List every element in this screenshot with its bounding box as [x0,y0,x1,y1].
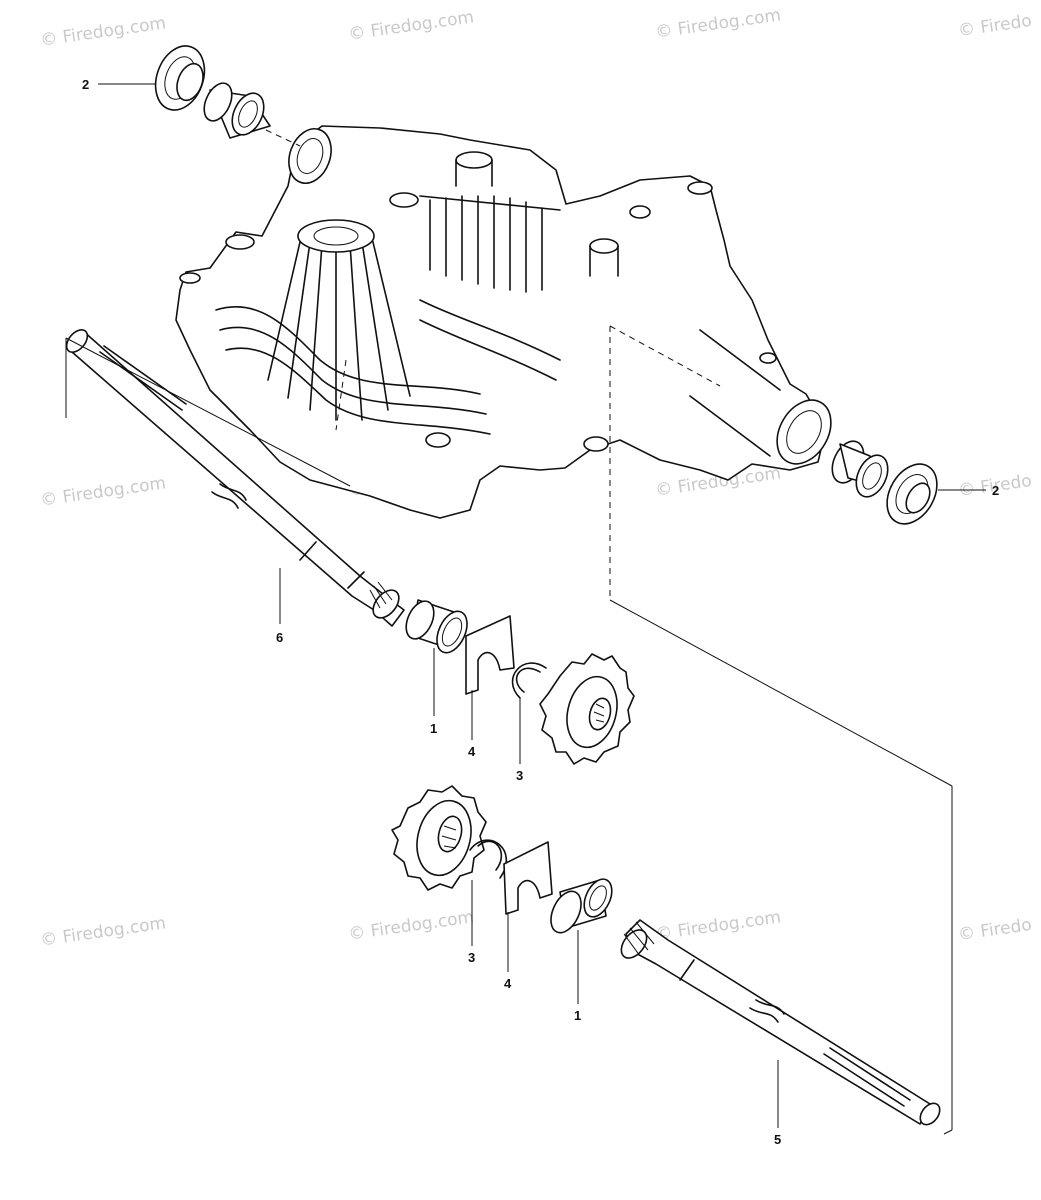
leader-lines [98,83,986,1128]
clip-upper [511,662,547,699]
axle-shaft-left [65,328,405,627]
bushing-lower [550,878,613,934]
callout-clip-upper: 3 [516,768,523,783]
callout-shim-lower: 4 [504,976,512,991]
bevel-gear-upper [539,653,635,765]
callout-clip-lower: 3 [468,950,475,965]
bevel-gear-lower [391,785,487,891]
transaxle-housing [175,125,832,600]
seal-right [886,463,938,525]
callout-axle-right: 5 [774,1132,781,1147]
assembly-bracket-lines [65,337,953,1135]
callout-bushing-upper: 1 [430,721,437,736]
bushing-upper [405,599,468,654]
bushing-right [831,440,889,498]
shim-lower [503,841,553,915]
callout-seal-top: 2 [82,77,89,92]
callout-shim-upper: 4 [468,744,476,759]
callout-seal-right: 2 [992,483,999,498]
shim-upper [465,615,515,695]
callout-bushing-lower: 1 [574,1008,581,1023]
seal-top-left [154,45,206,111]
axle-shaft-right [620,919,941,1126]
callout-axle-left: 6 [276,630,283,645]
bushing-top-left [203,82,271,139]
